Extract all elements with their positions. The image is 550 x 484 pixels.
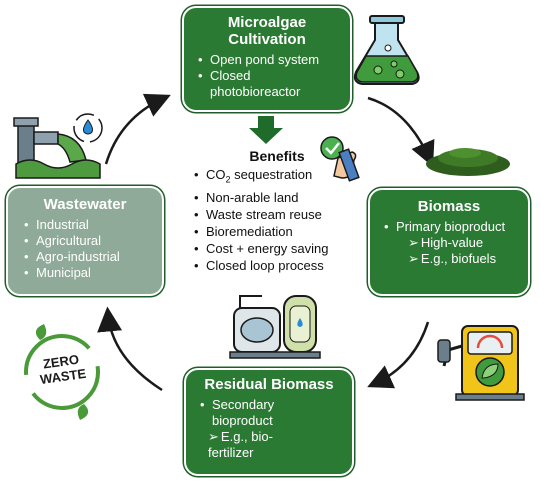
- list-item: Primary bioproduct: [384, 219, 520, 235]
- pipe-water-icon: [13, 113, 103, 179]
- residual-title: Residual Biomass: [204, 376, 334, 393]
- residual-biomass-box: Residual Biomass Secondary bioproduct E.…: [184, 368, 354, 476]
- arrow-biomass-to-residual: [367, 321, 430, 389]
- biomass-list: Primary bioproduct: [378, 219, 520, 235]
- algae-powder-icon: [426, 148, 510, 176]
- list-item: Non-arable land: [194, 189, 372, 206]
- biomass-box: Biomass Primary bioproduct High-value E.…: [368, 188, 530, 296]
- benefits-panel: Benefits CO2 sequestration Non-arable la…: [192, 148, 372, 274]
- list-item: Open pond system: [198, 52, 342, 68]
- arrow-cultivation-to-biomass: [367, 96, 435, 167]
- flask-icon: [353, 15, 420, 85]
- down-arrow-icon: [249, 116, 283, 144]
- microalgae-cultivation-box: Microalgae Cultivation Open pond system …: [182, 6, 352, 112]
- list-item: Closed loop process: [194, 257, 372, 274]
- fuel-pump-icon: [437, 325, 525, 401]
- residual-sublist: E.g., bio-fertilizer: [208, 429, 298, 461]
- benefits-title: Benefits: [249, 148, 305, 164]
- arrow-residual-to-wastewater: [97, 306, 163, 392]
- microalgae-list: Open pond system Closed photobioreactor: [192, 52, 342, 100]
- list-item: Agricultural: [24, 233, 152, 249]
- microalgae-title: Microalgae Cultivation: [227, 14, 307, 48]
- list-item: Secondary bioproduct: [200, 397, 312, 429]
- list-item: Bioremediation: [194, 223, 372, 240]
- benefits-list: CO2 sequestration Non-arable land Waste …: [192, 166, 372, 274]
- co2-subscript: 2: [225, 174, 231, 185]
- co2-suffix: sequestration: [230, 167, 313, 182]
- sub-item: E.g., biofuels: [408, 251, 520, 267]
- list-item: Cost + energy saving: [194, 240, 372, 257]
- sub-item: E.g., bio-fertilizer: [208, 429, 298, 461]
- biomass-sublist: High-value E.g., biofuels: [408, 235, 520, 267]
- sub-item: High-value: [408, 235, 520, 251]
- treatment-plant-icon: [229, 295, 321, 359]
- list-item: Agro-industrial: [24, 249, 152, 265]
- co2-prefix: CO: [206, 167, 226, 182]
- wastewater-list: Industrial Agricultural Agro-industrial …: [18, 217, 152, 281]
- list-item: Municipal: [24, 265, 152, 281]
- residual-list: Secondary bioproduct: [194, 397, 312, 429]
- wastewater-title: Wastewater: [43, 196, 127, 213]
- list-item: Industrial: [24, 217, 152, 233]
- wastewater-box: Wastewater Industrial Agricultural Agro-…: [6, 186, 164, 296]
- list-item: CO2 sequestration: [194, 166, 372, 189]
- zero-waste-icon: [24, 324, 100, 420]
- list-item: Waste stream reuse: [194, 206, 372, 223]
- arrow-wastewater-to-cultivation: [104, 93, 171, 165]
- biomass-title: Biomass: [417, 198, 481, 215]
- list-item: Closed photobioreactor: [198, 68, 342, 100]
